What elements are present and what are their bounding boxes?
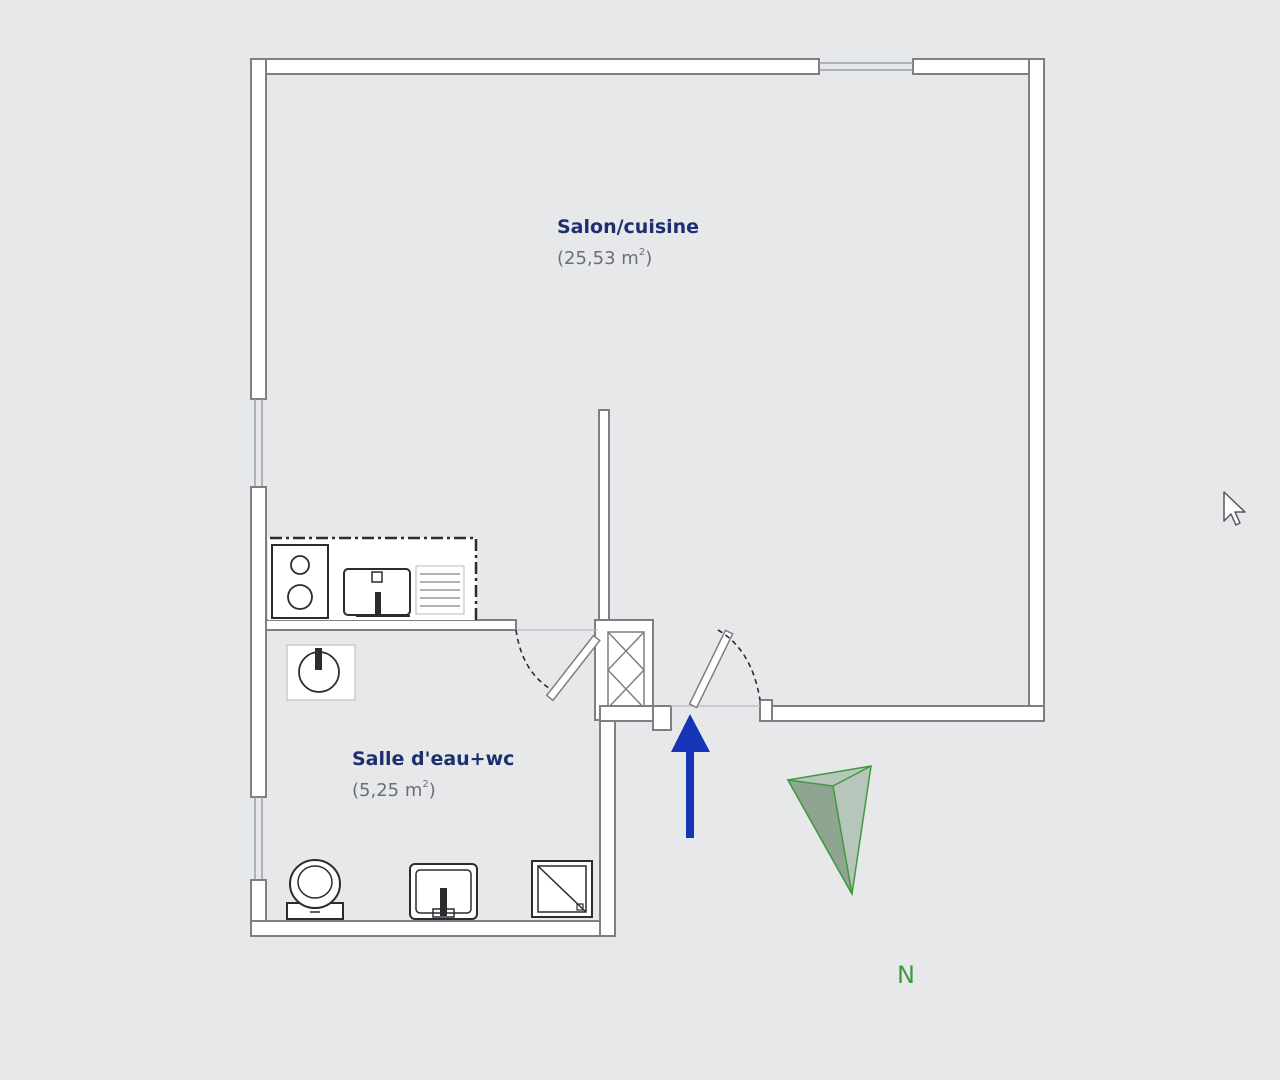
room-name-living-kitchen: Salon/cuisine	[557, 216, 699, 238]
room-area-living-kitchen: (25,53 m2)	[557, 247, 652, 269]
bathroom-door	[515, 629, 601, 702]
kitchen-counter	[268, 536, 478, 620]
shower-icon	[531, 860, 593, 918]
cooktop-icon	[271, 544, 329, 619]
toilet-icon	[286, 859, 344, 920]
room-name-bathroom: Salle d'eau+wc	[352, 748, 514, 770]
entrance-arrow-icon	[671, 714, 710, 838]
room-area-bathroom: (5,25 m2)	[352, 779, 436, 801]
washbasin-top-icon	[286, 644, 356, 701]
walls	[250, 58, 1045, 937]
washbasin-bottom-icon	[409, 863, 478, 920]
drainer-icon	[415, 565, 465, 615]
kitchen-sink-icon	[343, 568, 411, 617]
north-label: N	[897, 961, 915, 989]
mouse-cursor-icon	[1223, 491, 1246, 526]
north-compass-icon	[786, 765, 872, 897]
entrance-door	[671, 629, 761, 709]
